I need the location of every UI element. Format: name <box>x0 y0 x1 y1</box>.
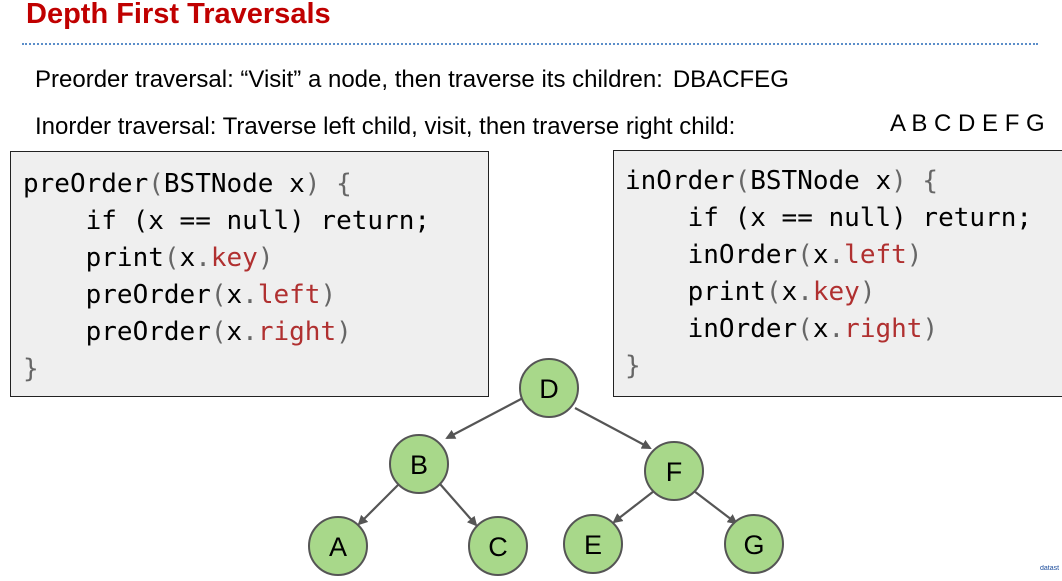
edge-d-b <box>445 397 524 439</box>
tree-node-g: G <box>724 514 784 574</box>
preorder-text: Preorder traversal: “Visit” a node, then… <box>35 66 663 93</box>
null-guard: if (x == null) return; <box>687 203 1032 233</box>
code-line: preOrder(x.right) <box>85 317 352 347</box>
preorder-description: Preorder traversal: “Visit” a node, then… <box>35 66 789 94</box>
code-line: print(x.key) <box>687 277 876 307</box>
edge-d-f <box>574 407 652 449</box>
recursive-call: inOrder <box>687 240 798 270</box>
function-name: inOrder <box>625 166 735 196</box>
code-line: if (x == null) return; <box>625 200 1062 237</box>
closing-brace: } <box>625 351 641 381</box>
tree-node-f: F <box>644 441 704 501</box>
inorder-answer: A B C D E F G <box>890 110 1045 137</box>
field-left: left <box>844 240 907 270</box>
field-right: right <box>257 317 337 347</box>
null-guard: if (x == null) return; <box>85 206 430 236</box>
tree-node-e: E <box>563 514 623 574</box>
preorder-code-block: preOrder(BSTNode x) { if (x == null) ret… <box>10 151 489 397</box>
inorder-description: Inorder traversal: Traverse left child, … <box>35 113 735 141</box>
code-line: preOrder(BSTNode x) { <box>23 169 352 199</box>
tree-node-a: A <box>308 516 368 576</box>
edge-f-g <box>693 490 738 525</box>
print-call: print <box>687 277 766 307</box>
preorder-answer: DBACFEG <box>672 66 789 93</box>
edge-f-e <box>612 490 655 524</box>
code-line: inOrder(x.left) <box>687 240 923 270</box>
code-line: if (x == null) return; <box>23 203 488 240</box>
node-label-e: E <box>584 530 602 560</box>
parameter: BSTNode x <box>750 166 892 196</box>
inorder-code-block: inOrder(BSTNode x) { if (x == null) retu… <box>613 150 1062 397</box>
code-line: print(x.key) <box>85 243 274 273</box>
recursive-call: preOrder <box>85 317 211 347</box>
node-label-b: B <box>410 450 428 480</box>
edge-b-c <box>439 483 478 527</box>
code-line: preOrder(x.left) <box>85 280 337 310</box>
field-right: right <box>844 314 923 344</box>
recursive-call: inOrder <box>687 314 798 344</box>
inorder-text: Inorder traversal: Traverse left child, … <box>35 113 736 140</box>
node-label-g: G <box>743 530 764 560</box>
closing-brace: } <box>23 354 39 384</box>
node-label-d: D <box>539 374 559 404</box>
node-label-c: C <box>488 532 508 562</box>
code-line: inOrder(BSTNode x) { <box>625 166 939 196</box>
function-name: preOrder <box>23 169 149 199</box>
tree-node-d: D <box>519 358 579 418</box>
recursive-call: preOrder <box>85 280 211 310</box>
corner-logo: datast <box>1040 565 1060 572</box>
code-line: inOrder(x.right) <box>687 314 939 344</box>
node-label-f: F <box>666 457 683 487</box>
tree-node-b: B <box>389 434 449 494</box>
field-key: key <box>210 243 258 273</box>
edge-b-a <box>357 482 401 526</box>
slide-title: Depth First Traversals <box>26 0 331 30</box>
print-call: print <box>85 243 164 273</box>
tree-node-c: C <box>468 516 528 576</box>
field-key: key <box>812 277 860 307</box>
field-left: left <box>257 280 321 310</box>
title-divider <box>22 43 1038 45</box>
parameter: BSTNode x <box>163 169 305 199</box>
node-label-a: A <box>329 532 347 562</box>
